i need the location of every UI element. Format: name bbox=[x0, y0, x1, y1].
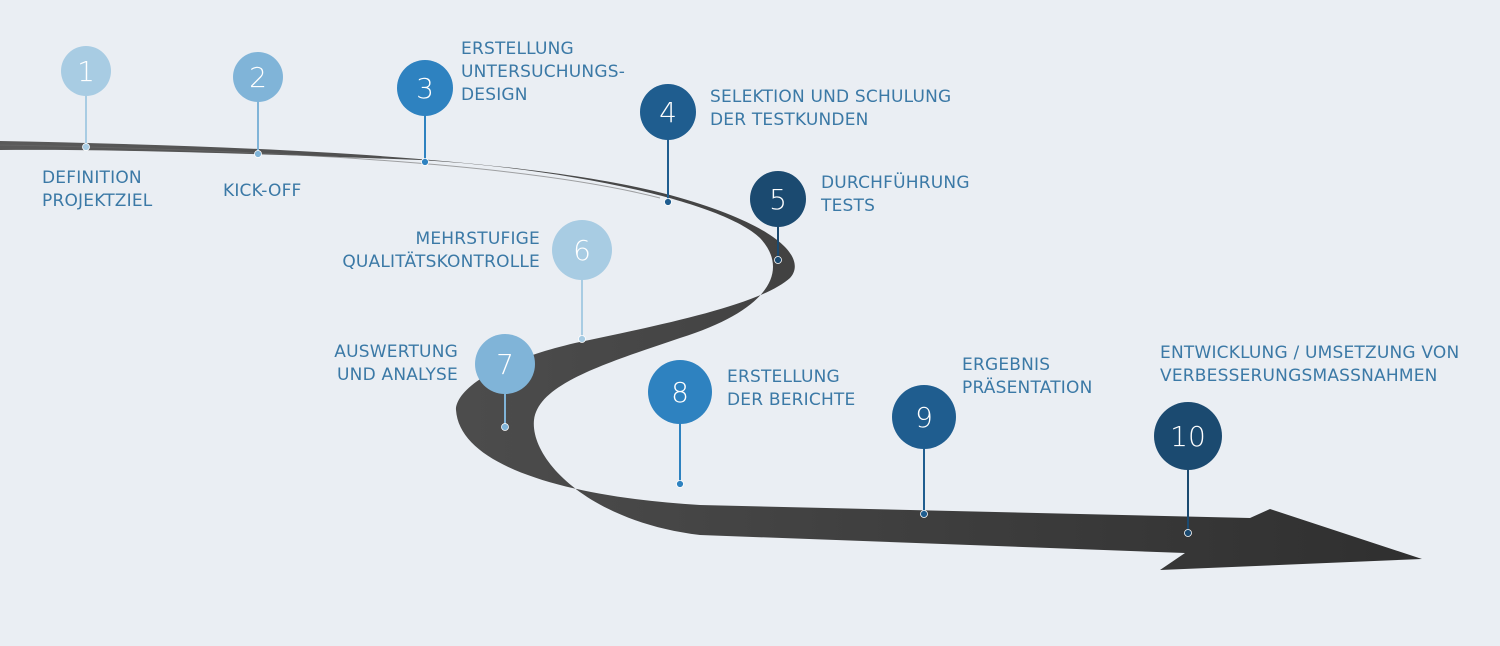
connector-dot-step-3 bbox=[421, 158, 429, 166]
step-badge-3: 3 bbox=[397, 60, 453, 116]
step-label-line: KICK-OFF bbox=[223, 181, 302, 201]
step-label-line: TESTS bbox=[821, 196, 876, 216]
step-label-line: DESIGN bbox=[461, 85, 528, 105]
connector-dot-step-7 bbox=[501, 423, 509, 431]
step-label-line: PROJEKTZIEL bbox=[42, 191, 153, 211]
step-label-6: MEHRSTUFIGE QUALITÄTSKONTROLLE bbox=[342, 228, 540, 274]
step-badge-7: 7 bbox=[475, 334, 535, 394]
step-label-7: AUSWERTUNG UND ANALYSE bbox=[334, 341, 458, 387]
step-label-2: KICK-OFF bbox=[223, 180, 302, 203]
connector-dot-step-10 bbox=[1184, 529, 1192, 537]
step-label-4: SELEKTION UND SCHULUNG DER TESTKUNDEN bbox=[710, 86, 951, 132]
step-badge-5: 5 bbox=[750, 171, 806, 227]
step-badge-9: 9 bbox=[892, 385, 956, 449]
step-badge-2: 2 bbox=[233, 52, 283, 102]
connector-dot-step-1 bbox=[82, 143, 90, 151]
connector-dot-step-2 bbox=[254, 150, 262, 158]
step-label-8: ERSTELLUNG DER BERICHTE bbox=[727, 366, 855, 412]
step-label-line: UND ANALYSE bbox=[337, 365, 458, 385]
step-label-line: MEHRSTUFIGE bbox=[415, 229, 540, 249]
connector-dot-step-8 bbox=[676, 480, 684, 488]
step-badge-4: 4 bbox=[640, 84, 696, 140]
connector-dot-step-6 bbox=[578, 335, 586, 343]
step-label-line: ERSTELLUNG bbox=[727, 367, 840, 387]
step-label-line: DER TESTKUNDEN bbox=[710, 110, 869, 130]
step-label-line: UNTERSUCHUNGS- bbox=[461, 62, 626, 82]
connector-dot-step-4 bbox=[664, 198, 672, 206]
step-label-5: DURCHFÜHRUNG TESTS bbox=[821, 172, 970, 218]
step-label-line: DURCHFÜHRUNG bbox=[821, 173, 970, 193]
step-badge-1: 1 bbox=[61, 46, 111, 96]
step-label-line: QUALITÄTSKONTROLLE bbox=[342, 252, 540, 272]
connector-dot-step-9 bbox=[920, 510, 928, 518]
step-label-line: VERBESSERUNGSMASSNAHMEN bbox=[1160, 366, 1438, 386]
step-label-1: DEFINITION PROJEKTZIEL bbox=[42, 167, 152, 213]
step-label-line: AUSWERTUNG bbox=[334, 342, 458, 362]
step-label-line: PRÄSENTATION bbox=[962, 378, 1093, 398]
step-badge-8: 8 bbox=[648, 360, 712, 424]
road-shape bbox=[0, 141, 1422, 570]
step-label-line: ERSTELLUNG bbox=[461, 39, 574, 59]
step-label-line: DEFINITION bbox=[42, 168, 142, 188]
step-label-10: ENTWICKLUNG / UMSETZUNG VON VERBESSERUNGS… bbox=[1160, 342, 1459, 388]
step-label-line: DER BERICHTE bbox=[727, 390, 856, 410]
step-label-9: ERGEBNIS PRÄSENTATION bbox=[962, 354, 1093, 400]
step-badge-10: 10 bbox=[1154, 402, 1222, 470]
step-label-line: ENTWICKLUNG / UMSETZUNG VON bbox=[1160, 343, 1460, 363]
connector-dot-step-5 bbox=[774, 256, 782, 264]
step-label-3: ERSTELLUNG UNTERSUCHUNGS- DESIGN bbox=[461, 38, 625, 107]
step-connectors bbox=[82, 71, 1192, 537]
step-badge-6: 6 bbox=[552, 220, 612, 280]
step-label-line: ERGEBNIS bbox=[962, 355, 1051, 375]
step-label-line: SELEKTION UND SCHULUNG bbox=[710, 87, 952, 107]
